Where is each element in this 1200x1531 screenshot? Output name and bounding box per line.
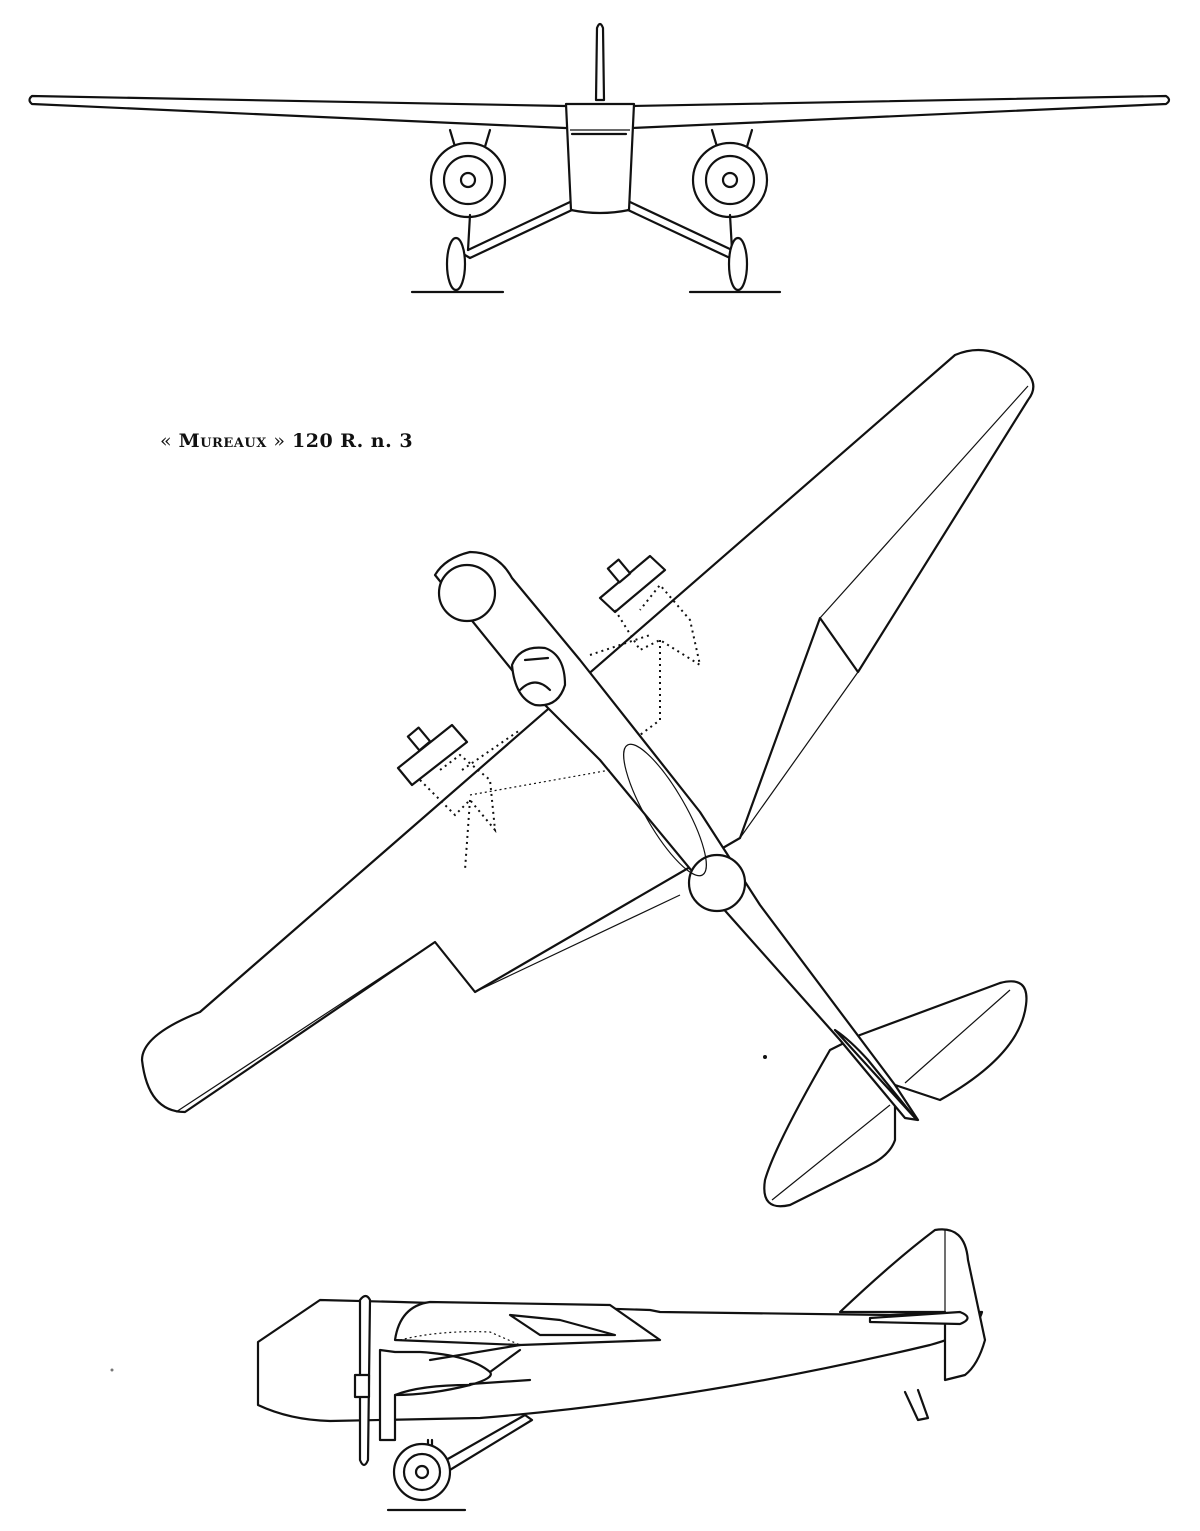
front-fin (594, 22, 606, 102)
front-right-engine (691, 128, 769, 219)
front-right-wheel (727, 236, 749, 292)
plan-front-gunner-ring (437, 563, 497, 623)
plan-tailplane (763, 980, 1028, 1208)
front-left-engine (429, 128, 507, 219)
caption-designation: 120 R. n. 3 (292, 430, 414, 452)
plan-left-gear-hidden (419, 729, 521, 871)
plan-view (140, 348, 1035, 1208)
caption-name-initial: M (178, 430, 201, 452)
caption-close-quote: » (273, 430, 286, 452)
caption-name-rest: ureaux (200, 430, 267, 452)
plan-cockpit (510, 646, 567, 707)
front-fuselage (564, 102, 636, 215)
caption-open-quote: « (160, 430, 173, 452)
plan-rear-gunner-ring (687, 853, 747, 913)
plan-right-nacelle (598, 554, 667, 614)
plan-right-gear-hidden (589, 583, 702, 736)
plan-left-nacelle (396, 723, 469, 787)
side-view (110, 1055, 987, 1512)
front-view (28, 22, 1171, 294)
aircraft-caption: « Mureaux » 120 R. n. 3 (160, 430, 413, 452)
front-left-wheel (445, 236, 467, 292)
side-fin-rudder (838, 1228, 987, 1382)
